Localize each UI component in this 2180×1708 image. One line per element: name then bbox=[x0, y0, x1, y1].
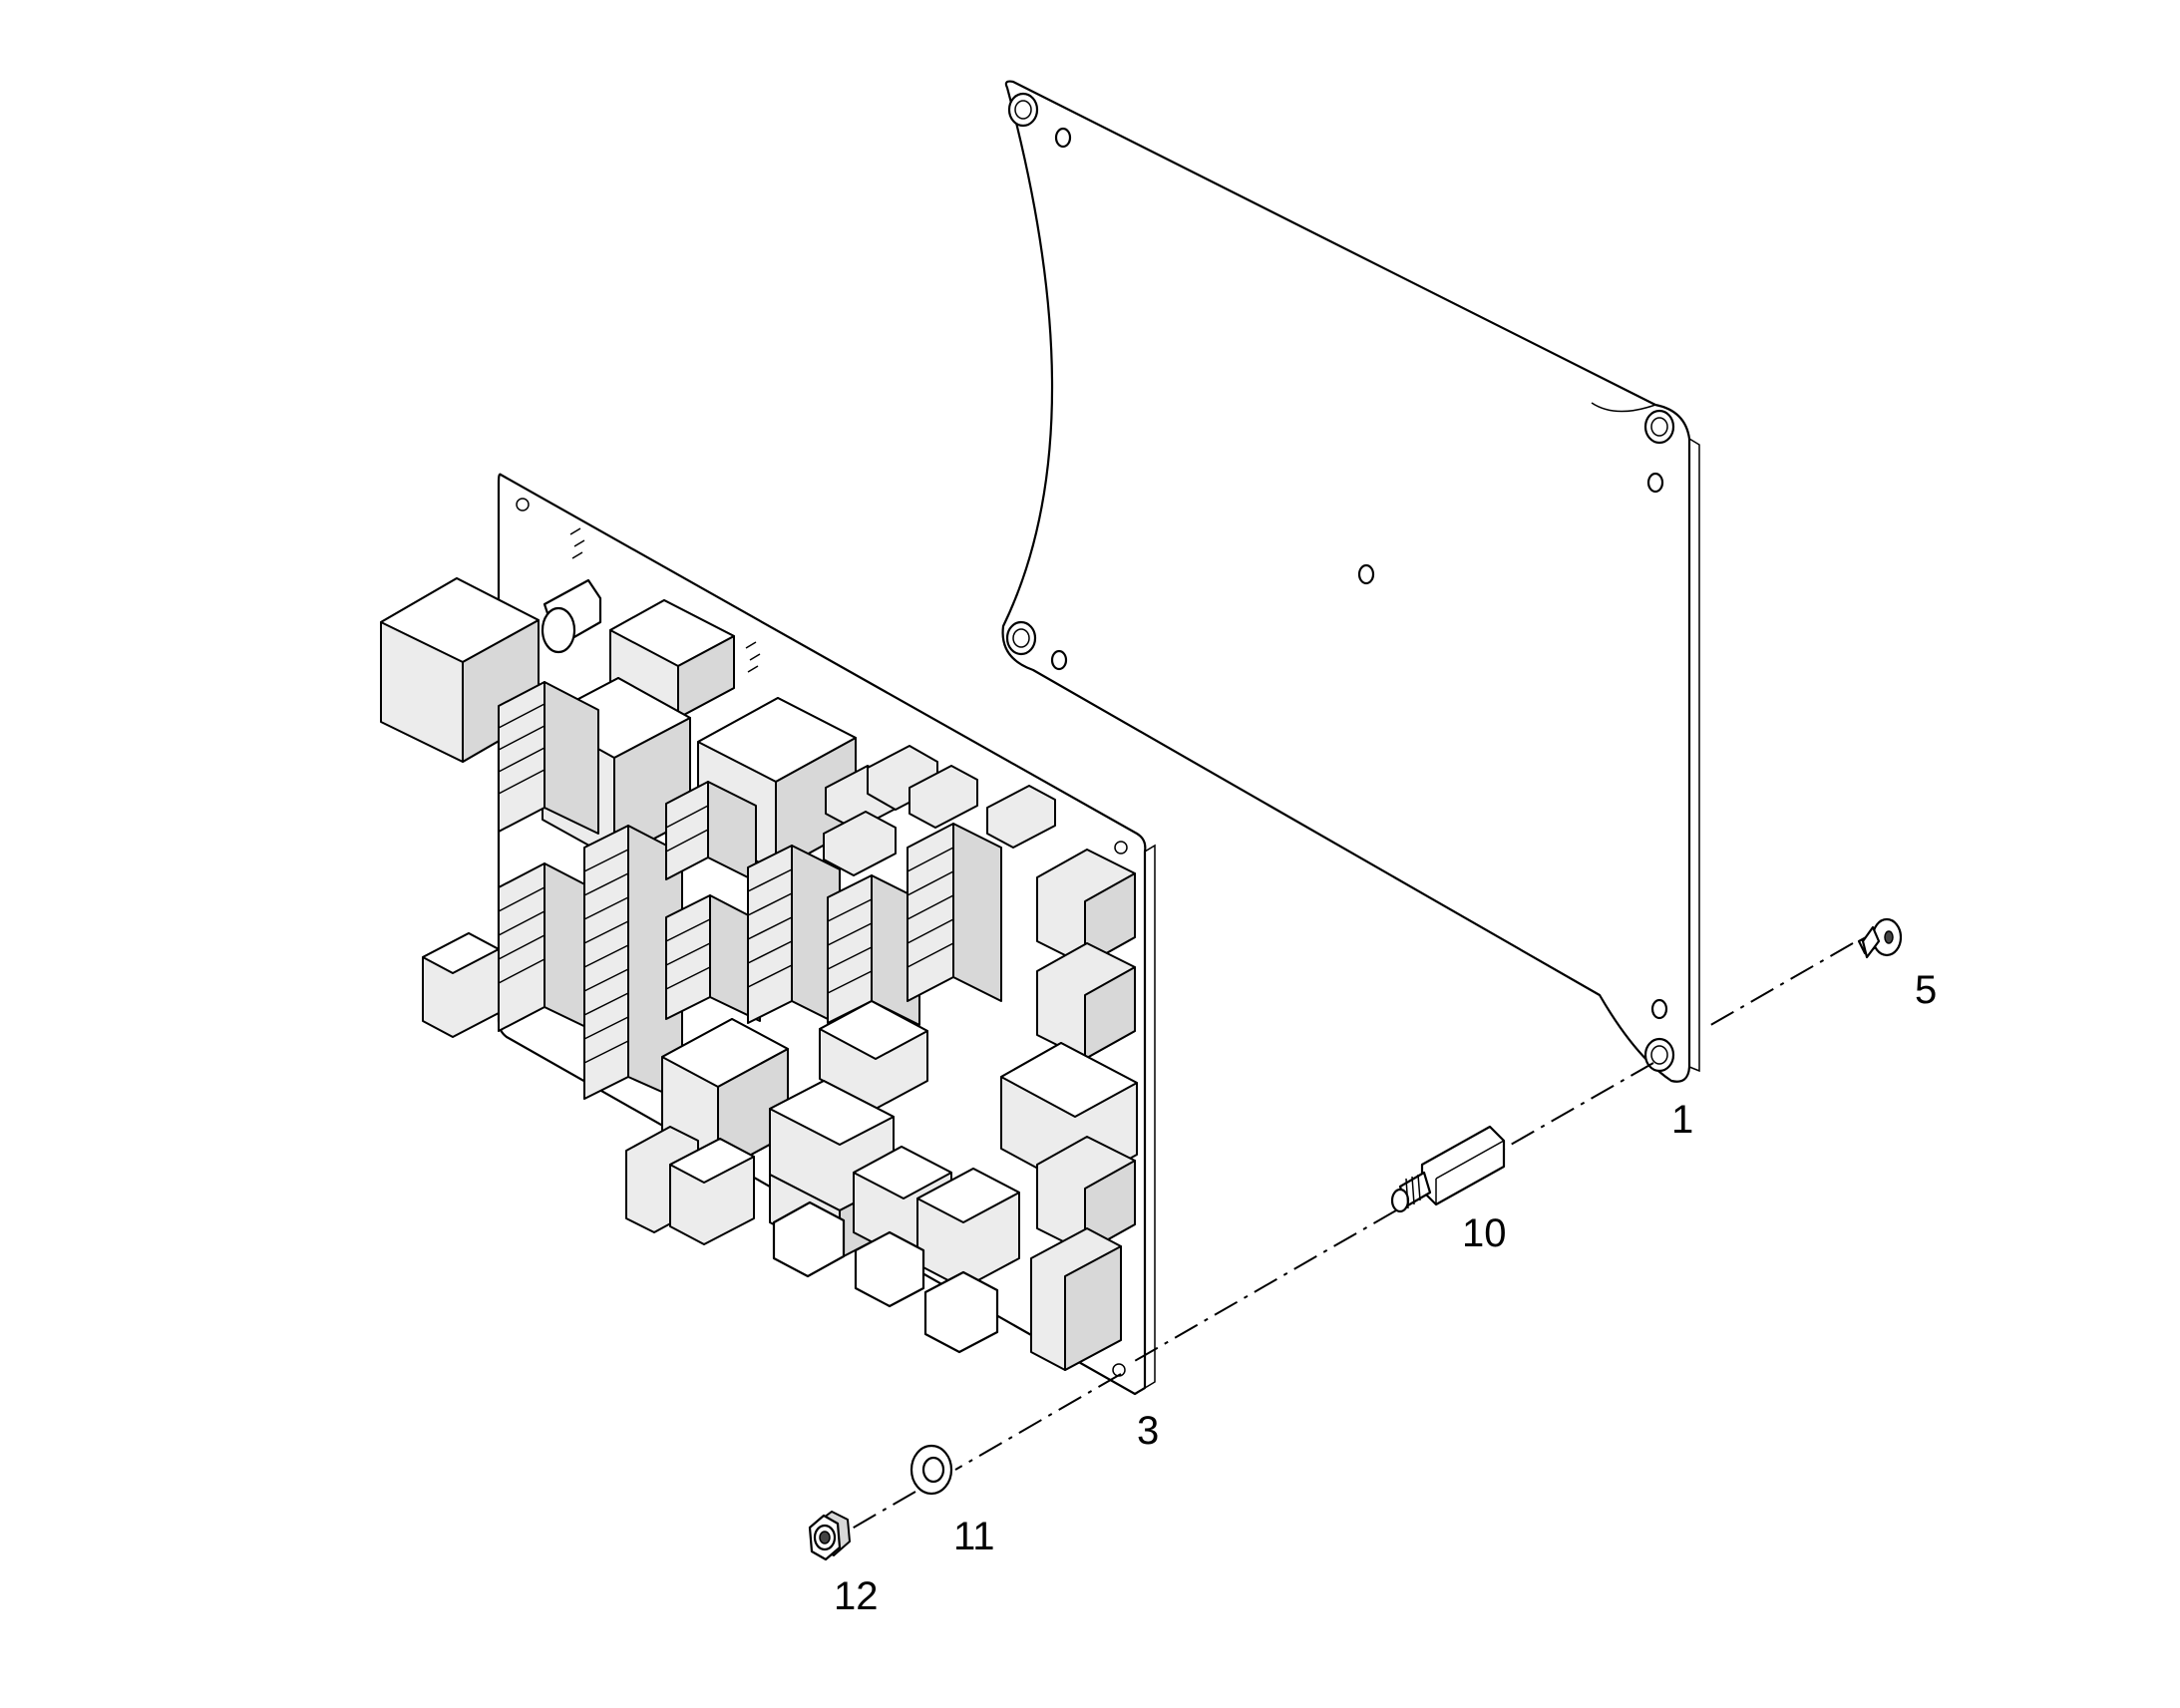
callout-part-1: 1 bbox=[1671, 1098, 1693, 1142]
standoff[interactable] bbox=[1390, 1125, 1506, 1213]
assembly-axis-lines bbox=[839, 942, 1854, 1537]
screw[interactable] bbox=[1857, 917, 1903, 959]
callout-part-12: 12 bbox=[834, 1574, 879, 1618]
board-components bbox=[380, 527, 1138, 1371]
callout-part-5: 5 bbox=[1915, 968, 1937, 1012]
washer[interactable] bbox=[909, 1444, 953, 1496]
callout-part-3: 3 bbox=[1137, 1409, 1159, 1453]
mounting-plate[interactable] bbox=[1001, 80, 1700, 1083]
fuse-stack-h bbox=[907, 823, 1002, 1002]
fuse-stack-c bbox=[583, 825, 683, 1102]
fuse-stack-a bbox=[498, 681, 599, 835]
fuse-stack-f bbox=[747, 845, 841, 1026]
hex-nut[interactable] bbox=[808, 1511, 851, 1561]
callout-part-11: 11 bbox=[953, 1515, 995, 1558]
callout-part-10: 10 bbox=[1462, 1211, 1507, 1255]
fuse-stack-d bbox=[665, 781, 757, 882]
